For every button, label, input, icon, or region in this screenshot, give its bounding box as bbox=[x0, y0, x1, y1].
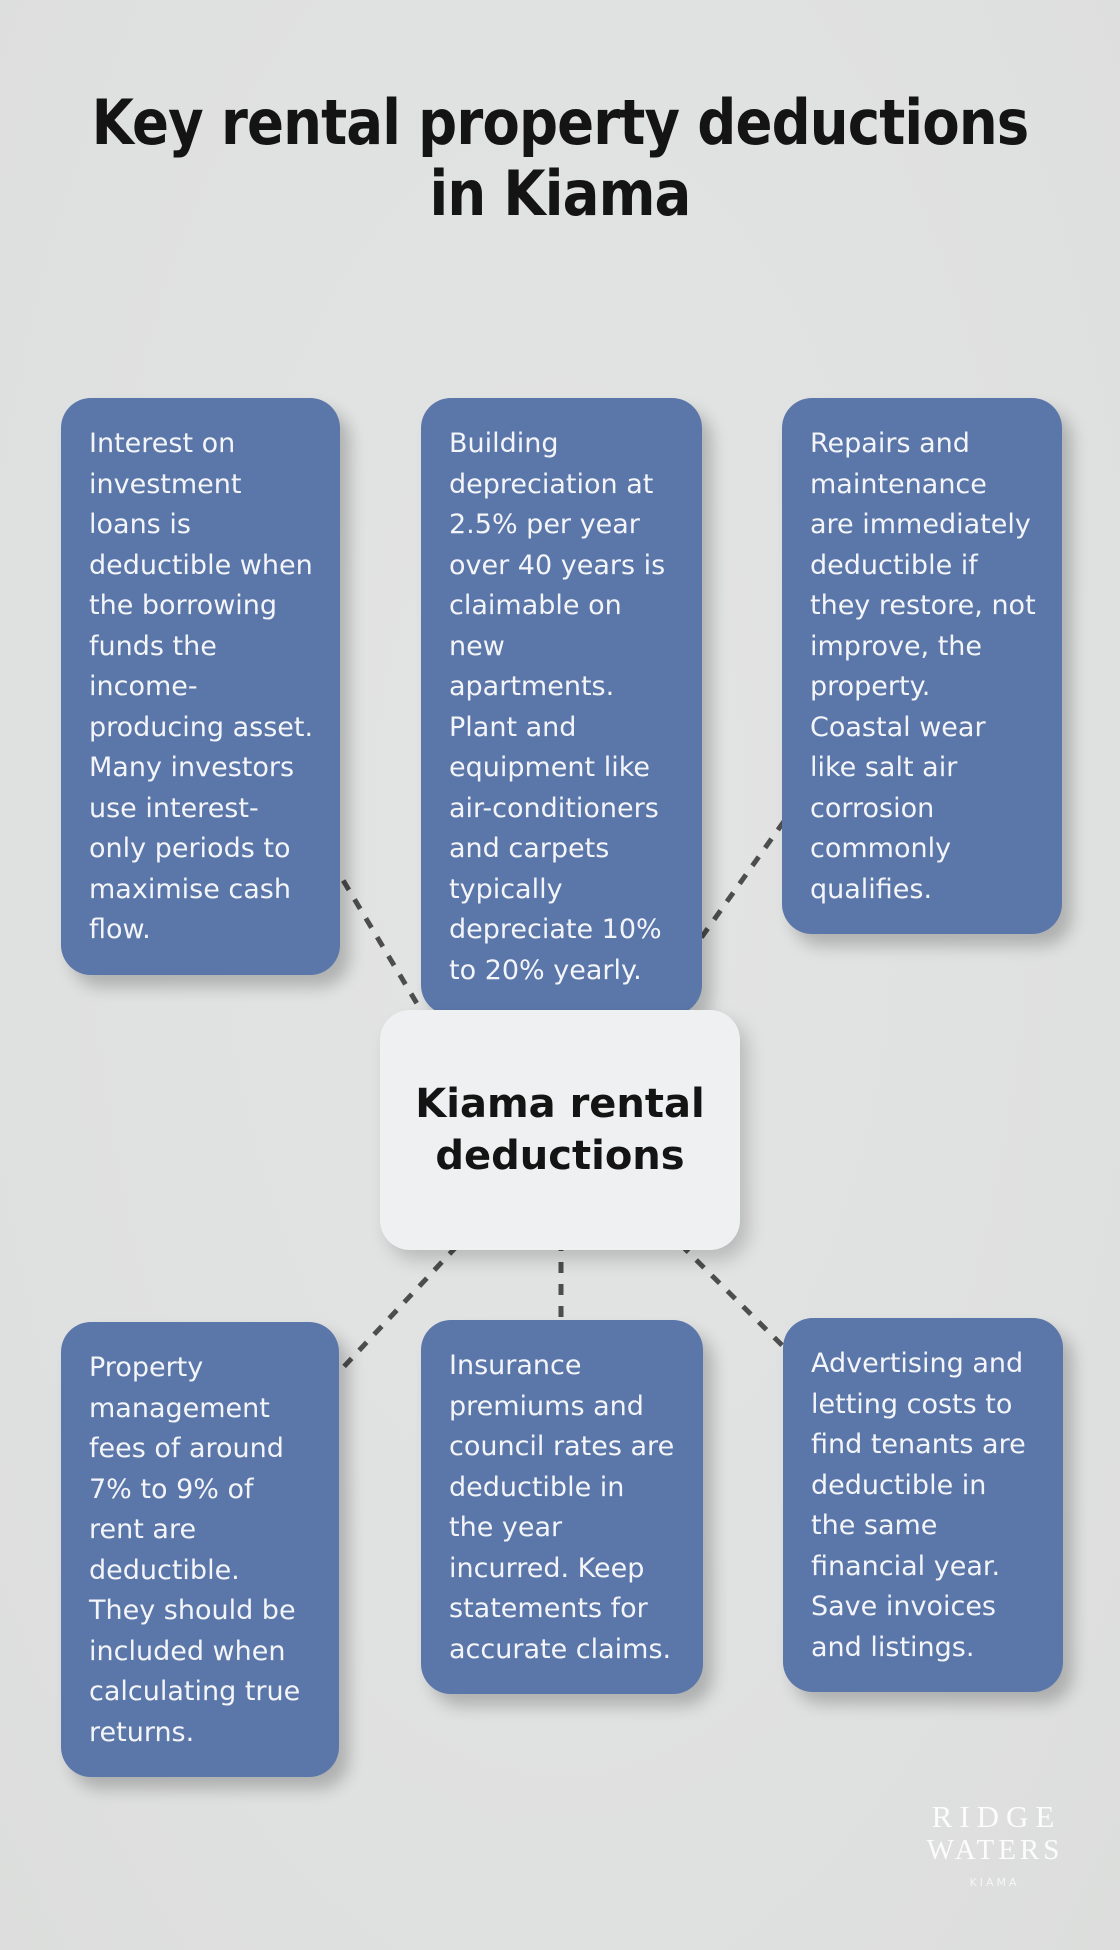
page-title-line1: Key rental property deductions bbox=[91, 86, 1030, 159]
deduction-card-interest-on-loans: Interest on investment loans is deductib… bbox=[61, 398, 340, 975]
deduction-card-repairs-maintenance: Repairs and maintenance are immediately … bbox=[782, 398, 1062, 934]
deduction-card-text: Repairs and maintenance are immediately … bbox=[810, 428, 1036, 905]
page-title-line2: in Kiama bbox=[429, 156, 692, 230]
ridge-waters-logo: RIDGE WATERS KIAMA bbox=[918, 1799, 1068, 1890]
deduction-card-text: Insurance premiums and council rates are… bbox=[449, 1350, 675, 1665]
connector-bottom-left bbox=[320, 1228, 474, 1392]
logo-waters-text: WATERS bbox=[926, 1834, 1064, 1866]
deduction-card-text: Interest on investment loans is deductib… bbox=[89, 428, 314, 945]
deduction-card-building-depreciation: Building depreciation at 2.5% per year o… bbox=[421, 398, 702, 1015]
deduction-card-insurance-rates: Insurance premiums and council rates are… bbox=[421, 1320, 703, 1694]
page-title: Key rental property deductions in Kiama bbox=[67, 86, 1053, 230]
deduction-card-text: Building depreciation at 2.5% per year o… bbox=[449, 428, 666, 986]
center-node: Kiama rental deductions bbox=[380, 1010, 740, 1250]
deduction-card-text: Property management fees of around 7% to… bbox=[89, 1352, 301, 1748]
logo-ridge-text: RIDGE bbox=[931, 1799, 1062, 1834]
logo-kiama-text: KIAMA bbox=[969, 1876, 1020, 1889]
center-node-label: Kiama rental deductions bbox=[415, 1081, 705, 1179]
deduction-card-advertising-letting: Advertising and letting costs to find te… bbox=[783, 1318, 1063, 1692]
deduction-card-management-fees: Property management fees of around 7% to… bbox=[61, 1322, 339, 1777]
deduction-card-text: Advertising and letting costs to find te… bbox=[811, 1348, 1026, 1663]
